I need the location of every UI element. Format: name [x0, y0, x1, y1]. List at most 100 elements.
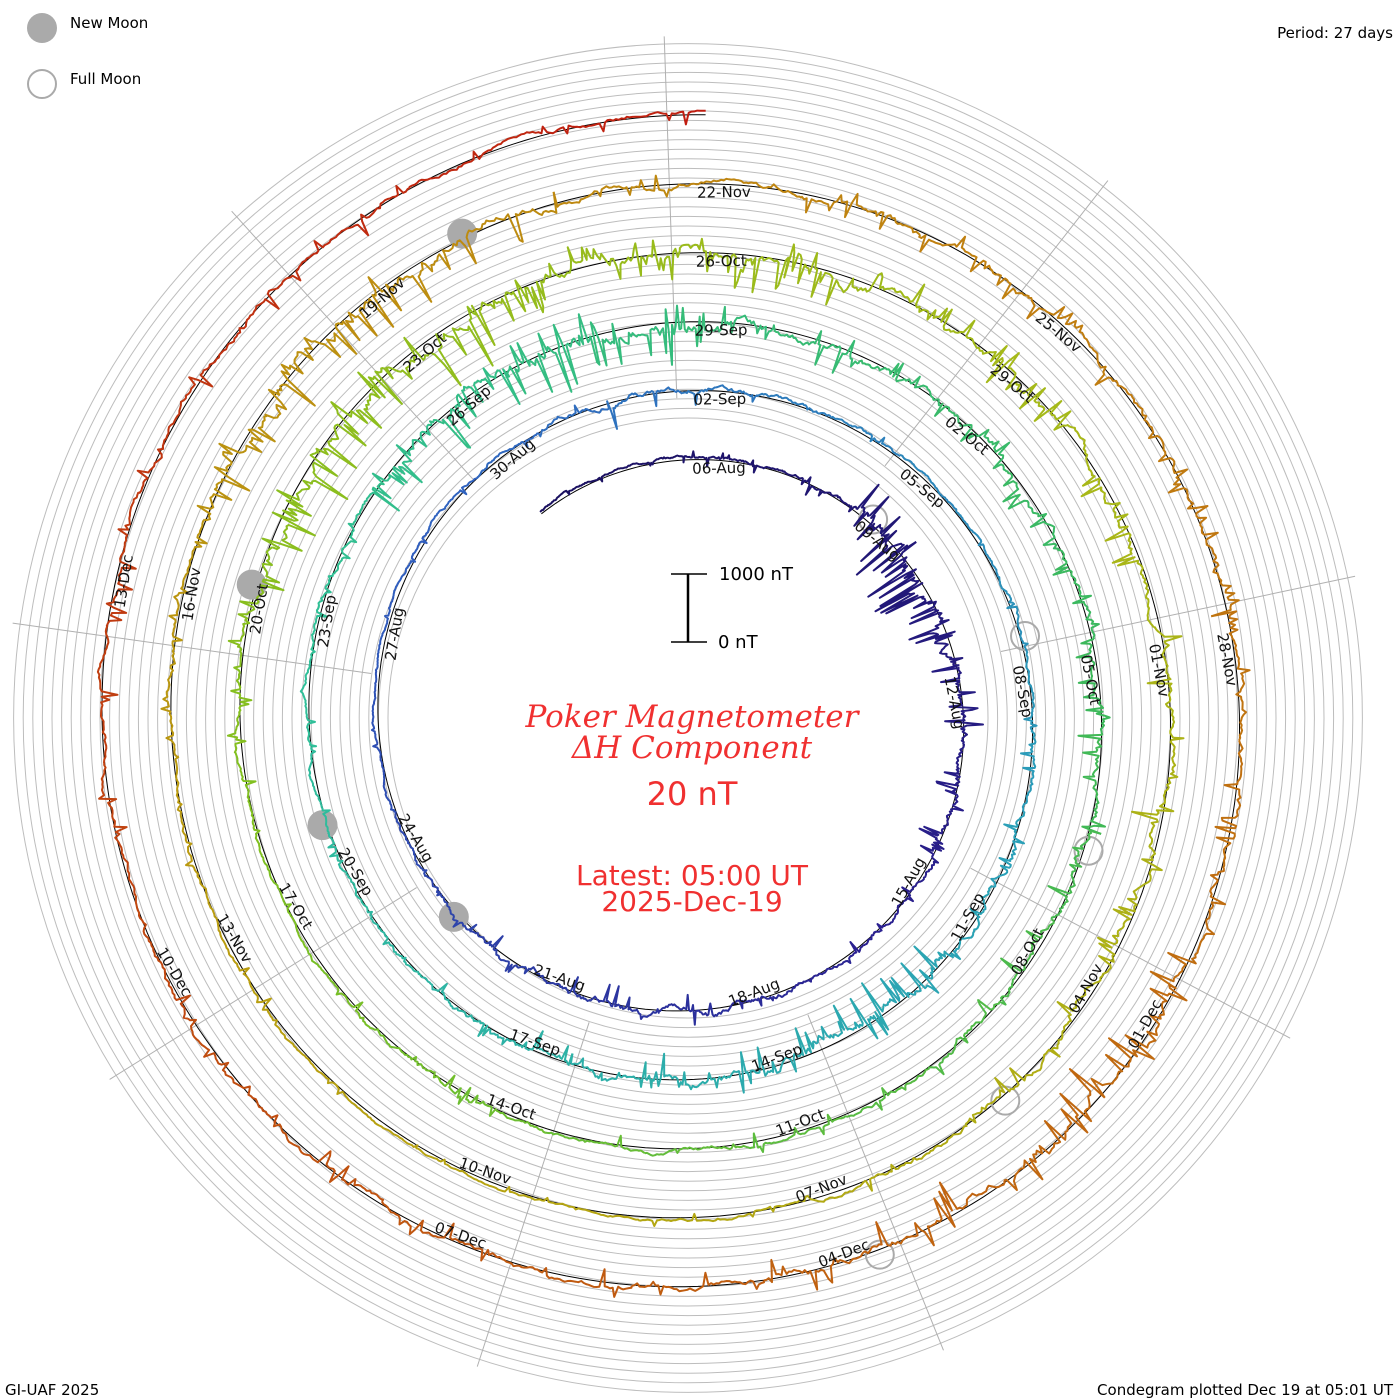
trace-segment — [889, 1179, 1006, 1247]
baseline-spiral — [101, 114, 1241, 1288]
trace-segment — [477, 432, 539, 478]
trace-segment — [545, 1131, 646, 1155]
full-moon-legend-label: Full Moon — [70, 70, 141, 88]
trace-segment — [896, 852, 939, 910]
trace-segment — [791, 955, 852, 990]
trace-segment — [427, 475, 479, 533]
grid-circle — [89, 119, 1287, 1317]
grid-circle — [128, 158, 1248, 1278]
trace-segment — [394, 811, 428, 877]
trace-segment — [879, 945, 948, 1007]
trace-segment — [623, 454, 684, 469]
latest-date: 2025-Dec-19 — [601, 885, 782, 918]
trace-segment — [1023, 651, 1038, 733]
trace-segment — [1066, 424, 1129, 524]
trace-segment — [998, 918, 1055, 1006]
grid-circle — [310, 340, 1066, 1096]
trace-segment — [927, 999, 1001, 1076]
scale-text: 20 nT — [647, 775, 738, 813]
date-label: 11-Sep — [947, 890, 988, 945]
trace-segment — [1003, 1068, 1106, 1191]
trace-segment — [227, 546, 285, 648]
grid-circle — [224, 254, 1152, 1182]
grid-circle — [13, 43, 1363, 1393]
grid-spoke — [109, 887, 417, 1080]
trace-segment — [899, 454, 958, 511]
trace-segment — [946, 885, 994, 960]
grid-circle — [387, 417, 989, 1019]
trace-segment — [160, 635, 183, 758]
grid-spoke — [807, 1014, 944, 1351]
date-label: 12-Aug — [941, 675, 969, 731]
trace-segment — [1214, 740, 1244, 869]
trace-segment — [998, 576, 1029, 653]
trace-segment — [908, 605, 964, 667]
trace-segment — [990, 811, 1026, 888]
trace-segment — [372, 741, 396, 813]
trace-segment — [631, 1271, 765, 1296]
grid-circle — [176, 206, 1200, 1230]
trace-segment — [800, 192, 921, 236]
trace-segment — [370, 1026, 456, 1092]
grid-circle — [99, 129, 1277, 1307]
trace-segment — [757, 392, 833, 419]
trace-segment — [539, 489, 571, 513]
grid-circle — [166, 196, 1210, 1240]
trace-segment — [981, 345, 1072, 431]
trace-segment — [370, 668, 378, 743]
trace-segment — [392, 530, 430, 598]
trace-segment — [918, 234, 1030, 300]
scale-top-label: 1000 nT — [719, 564, 794, 585]
trace-segment — [105, 491, 140, 627]
date-label: 07-Dec — [432, 1218, 488, 1252]
trace-segment — [658, 993, 729, 1026]
grid-circle — [51, 81, 1325, 1355]
grid-spoke — [663, 36, 678, 399]
trace-segment — [589, 304, 682, 367]
trace-segment — [441, 191, 558, 265]
trace-segment — [1146, 626, 1183, 739]
grid-circle — [195, 225, 1181, 1211]
trace-segment — [537, 111, 678, 135]
trace-segment — [867, 541, 937, 615]
trace-segment — [763, 1221, 892, 1291]
trace-segment — [98, 762, 136, 896]
date-label: 15-Aug — [888, 854, 930, 909]
trace-segment — [506, 313, 592, 395]
trace-segment — [644, 1143, 747, 1157]
grid-circle — [339, 369, 1037, 1067]
date-label: 13-Dec — [111, 553, 137, 609]
grid-circle — [41, 71, 1335, 1365]
trace-segment — [1117, 384, 1189, 494]
trace-segment — [1186, 491, 1240, 618]
grid-circle — [32, 62, 1344, 1374]
credit-label: GI-UAF 2025 — [5, 1381, 99, 1399]
date-label: 05-Oct — [1077, 653, 1104, 706]
trace-segment — [918, 789, 964, 855]
trace-segment — [202, 268, 302, 372]
trace-segment — [196, 874, 251, 983]
grid-circle — [22, 52, 1354, 1384]
trace-segment — [812, 982, 890, 1045]
trace-segment — [964, 1048, 1061, 1125]
trace-segment — [853, 483, 917, 576]
grid-spoke — [476, 1022, 590, 1367]
trace-segment — [429, 367, 521, 449]
trace-segment — [96, 625, 119, 764]
trace-segment — [305, 946, 372, 1030]
trace-segment — [133, 893, 191, 1020]
trace-segment — [1077, 733, 1106, 835]
grid-circle — [329, 359, 1047, 1077]
date-label: 01-Nov — [1145, 642, 1173, 698]
data-traces — [96, 109, 1251, 1298]
trace-segment — [566, 239, 681, 281]
latest-time: Latest: 05:00 UT — [576, 859, 809, 892]
trace-segment — [772, 324, 859, 374]
full-moon-marker — [1010, 621, 1041, 652]
chart-subtitle: ΔH Component — [571, 730, 813, 766]
grid-circle — [253, 283, 1123, 1153]
trace-segment — [1090, 983, 1188, 1099]
trace-segment — [606, 386, 683, 430]
trace-segment — [375, 596, 395, 670]
